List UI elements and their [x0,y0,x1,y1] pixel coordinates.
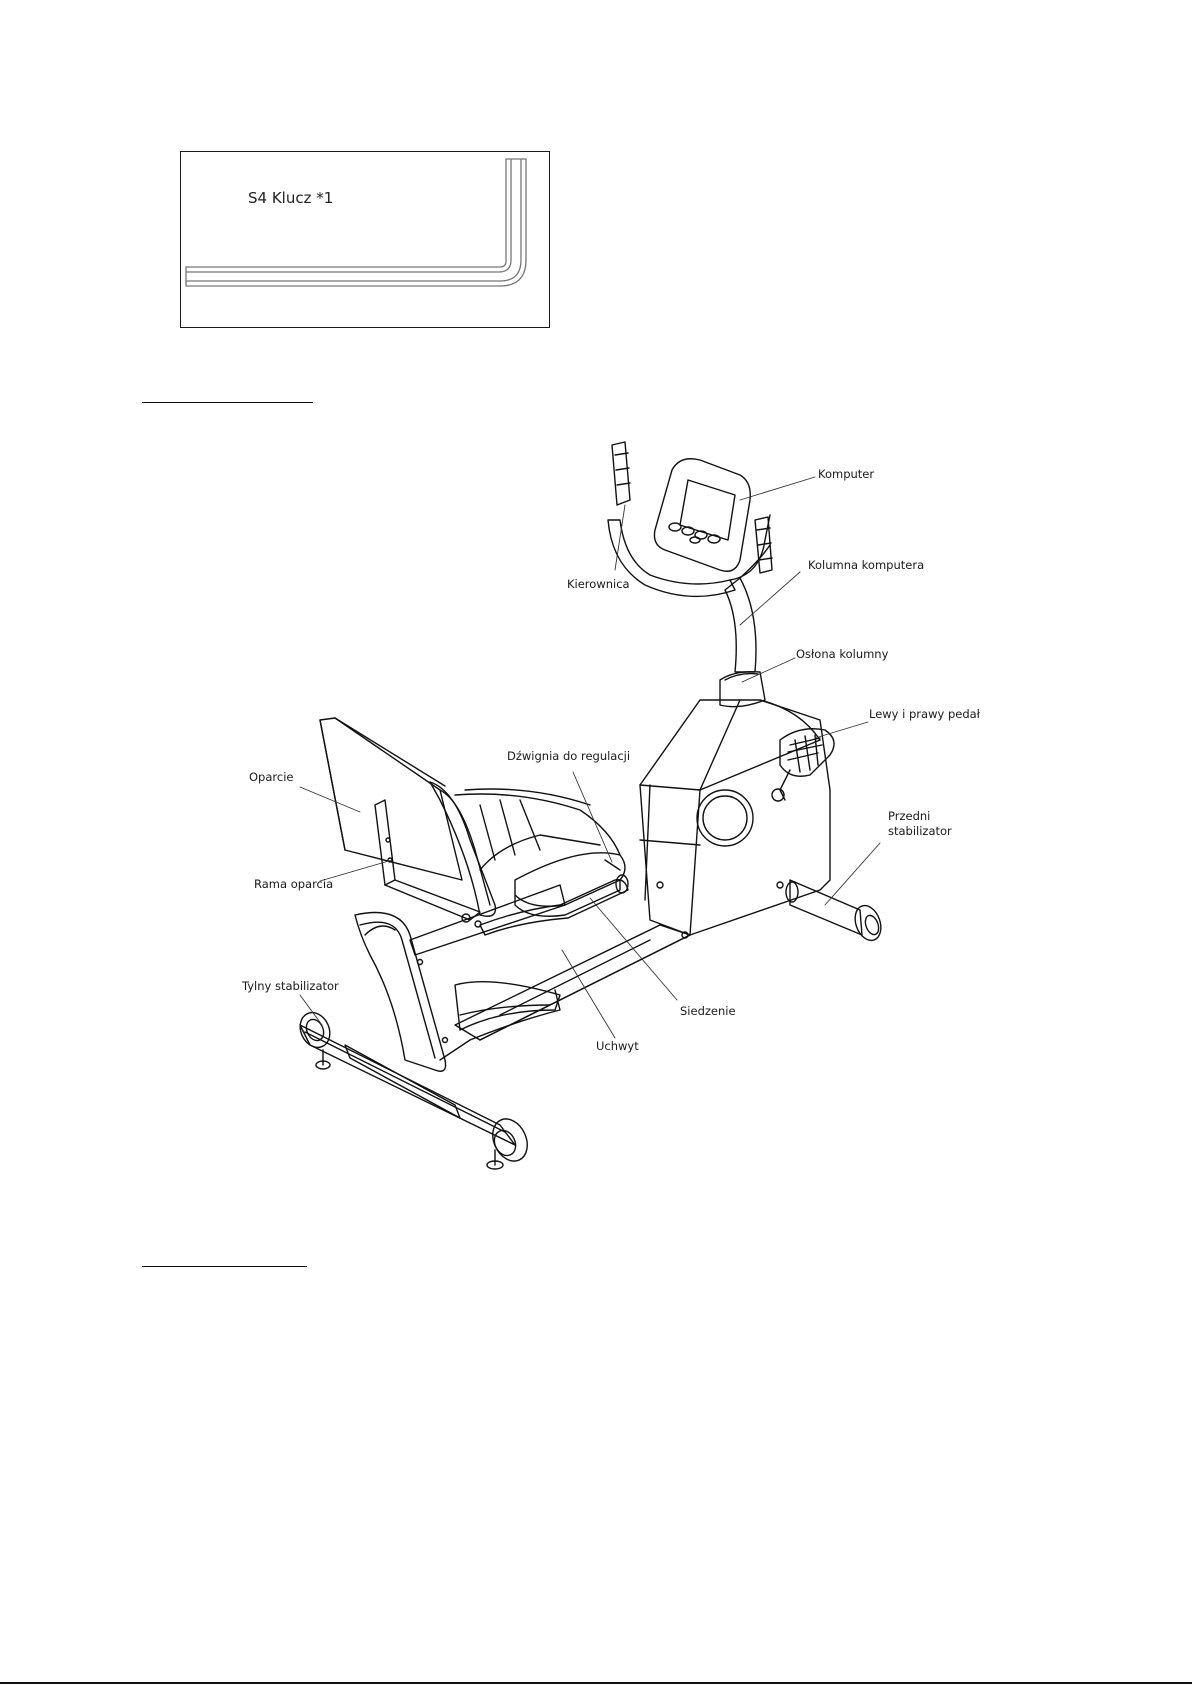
label-kolumna-komputera: Kolumna komputera [808,558,924,573]
page-bottom-edge [0,1682,1192,1684]
label-oparcie: Oparcie [249,770,293,785]
label-pedal: Lewy i prawy pedał [869,707,980,722]
label-przedni-2: stabilizator [888,824,952,839]
label-dzwignia: Dźwignia do regulacji [507,749,630,764]
label-oslona-kolumny: Osłona kolumny [796,647,888,662]
label-przedni-1: Przedni [888,809,930,824]
section-heading-rule-2 [142,1266,307,1267]
label-uchwyt: Uchwyt [596,1039,639,1054]
label-komputer: Komputer [818,467,874,482]
label-kierownica: Kierownica [567,577,630,592]
label-siedzenie: Siedzenie [680,1004,736,1019]
label-rama-oparcia: Rama oparcia [254,877,333,892]
label-tylny-stabilizator: Tylny stabilizator [242,979,339,994]
